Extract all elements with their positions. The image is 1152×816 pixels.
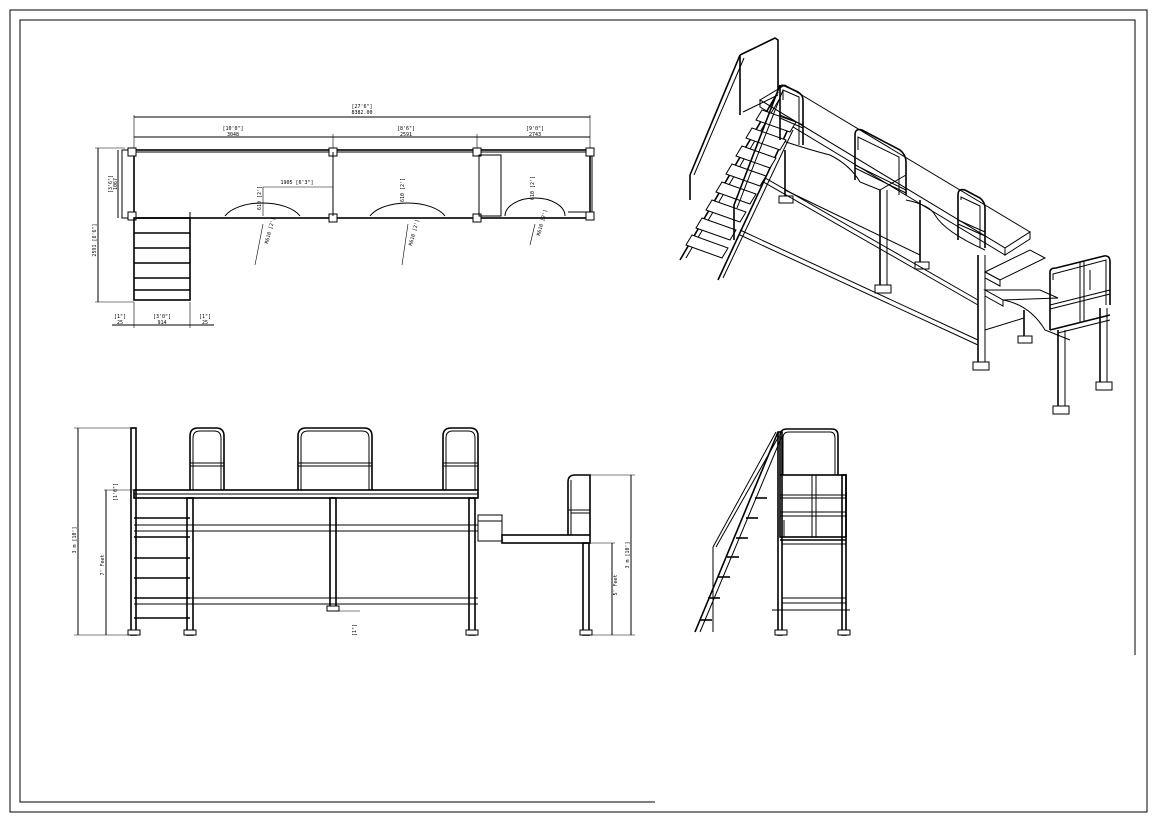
elev-left-height-sub: 7' Feet (100, 554, 106, 575)
iso-stair (679, 37, 797, 281)
plan-gate-3 (504, 197, 566, 217)
outer-frame (9, 9, 1148, 813)
plan-overall-dim-imperial: [27'6"] (351, 104, 372, 110)
elev-railings (189, 427, 479, 490)
plan-seg1-dim-metric: 3048 (227, 132, 239, 138)
plan-bottom-left-metric: 25 (117, 320, 123, 326)
plan-bottom-stair-metric: 914 (157, 320, 166, 326)
isometric-view (679, 37, 1113, 415)
plan-left-platform-dim-imperial: [3'6"] (108, 175, 114, 193)
iso-railings (779, 84, 1111, 334)
elev-stair (134, 517, 190, 619)
plan-bottom-stair-imperial: [3'0"] (153, 314, 171, 320)
elev-right-height: 3 m [10'] (625, 541, 631, 568)
elev-post-label: [1"] (352, 624, 358, 636)
front-elevation: 3 m [10'] 7' Feet [1'0"] (72, 427, 635, 636)
plan-gate2-radius: R610 [2'] (408, 219, 421, 247)
plan-gate3-radius: R610 [2'] (536, 209, 549, 237)
plan-gate1-width: 610 [2'] (257, 186, 263, 210)
plan-bottom-right-imperial: [1"] (199, 314, 211, 320)
plan-left-platform-dim-metric: 1067 (113, 178, 119, 190)
plan-seg1-dim-imperial: [10'0"] (222, 126, 243, 132)
plan-gate3-width: 610 [2'] (530, 176, 536, 200)
side-view (694, 428, 851, 636)
plan-gate2-width: 610 [2'] (400, 178, 406, 202)
plan-overall-dim-metric: 8382.00 (351, 110, 372, 116)
plan-gate-2 (369, 202, 446, 217)
plan-stair (133, 212, 191, 301)
plan-view: [27'6"] 8382.00 [10'0"] 3048 [8'6"] 2591… (92, 104, 595, 328)
elev-right-height-sub: 5' Feet (613, 574, 619, 595)
elev-rail-height: [1'0"] (113, 483, 119, 501)
plan-bottom-left-imperial: [1"] (114, 314, 126, 320)
plan-gate-1 (224, 202, 301, 217)
plan-left-overall-dim: 2591 [8'6"] (92, 223, 98, 256)
inner-frame (19, 19, 1136, 803)
plan-bottom-right-metric: 25 (202, 320, 208, 326)
plan-seg2-dim-metric: 2591 (400, 132, 412, 138)
plan-platform-outline (133, 149, 591, 219)
plan-seg3-dim-imperial: [9'0"] (526, 126, 544, 132)
plan-seg3-dim-metric: 2743 (529, 132, 541, 138)
plan-gate-offset-label: 1905 [6'3"] (280, 180, 313, 186)
elev-left-height: 3 m [10'] (72, 526, 78, 553)
plan-seg2-dim-imperial: [8'6"] (397, 126, 415, 132)
plan-gate1-radius: R610 [2'] (264, 217, 277, 245)
